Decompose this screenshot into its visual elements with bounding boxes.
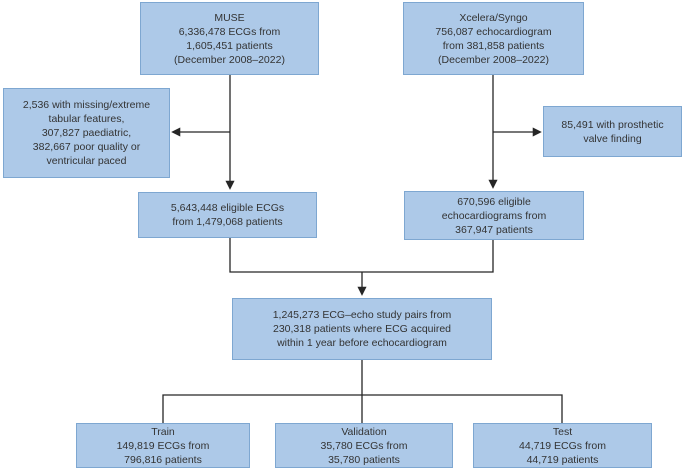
box-line: echocardiograms from: [441, 209, 547, 222]
box-line: (December 2008–2022): [174, 53, 285, 66]
connector-merge-eligible: [229, 238, 494, 273]
box-line: 670,596 eligible: [457, 195, 531, 208]
connector-split-branches: [162, 394, 563, 423]
eligible-echos-box: 670,596 eligible echocardiograms from 36…: [404, 191, 584, 240]
train-split-box: Train 149,819 ECGs from 796,816 patients: [76, 423, 250, 468]
box-line: Test: [552, 425, 573, 438]
box-line: 230,318 patients where ECG acquired: [272, 323, 452, 335]
box-line: 367,947 patients: [455, 223, 533, 236]
box-line: ventricular paced: [46, 155, 127, 167]
muse-source-box: MUSE 6,336,478 ECGs from 1,605,451 patie…: [140, 2, 319, 75]
box-line: 85,491 with prosthetic: [561, 118, 664, 131]
box-line: from 381,858 patients: [442, 39, 545, 52]
box-line: 1,245,273 ECG–echo study pairs from: [272, 309, 452, 321]
xcelera-source-box: Xcelera/Syngo 756,087 echocardiogram fro…: [403, 2, 584, 75]
box-line: MUSE: [214, 11, 245, 24]
echo-exclusions-box: 85,491 with prosthetic valve finding: [543, 106, 682, 157]
box-line: 307,827 paediatric,: [41, 127, 132, 139]
box-line: Train: [151, 425, 175, 438]
box-line: 35,780 patients: [328, 453, 400, 466]
box-line: Xcelera/Syngo: [459, 11, 528, 24]
box-line: 35,780 ECGs from: [320, 439, 408, 452]
box-line: Validation: [341, 425, 387, 438]
box-line: 756,087 echocardiogram: [435, 25, 552, 38]
box-line: within 1 year before echocardiogram: [277, 337, 447, 349]
eligible-ecgs-box: 5,643,448 eligible ECGs from 1,479,068 p…: [138, 192, 317, 238]
box-line: 6,336,478 ECGs from: [178, 25, 281, 38]
box-line: 44,719 ECGs from: [519, 439, 606, 452]
ecg-exclusions-box: 2,536 with missing/extreme tabular featu…: [3, 88, 170, 178]
test-split-box: Test 44,719 ECGs from 44,719 patients: [473, 423, 652, 468]
box-line: 796,816 patients: [124, 453, 202, 466]
box-line: 2,536 with missing/extreme: [22, 99, 151, 111]
box-line: from 1,479,068 patients: [172, 216, 283, 228]
ecg-echo-pairs-box: 1,245,273 ECG–echo study pairs from 230,…: [232, 298, 492, 360]
box-line: valve finding: [583, 132, 642, 145]
box-line: 1,605,451 patients: [186, 39, 273, 52]
box-line: tabular features,: [48, 113, 125, 125]
box-line: 382,667 poor quality or: [32, 141, 141, 153]
validation-split-box: Validation 35,780 ECGs from 35,780 patie…: [275, 423, 453, 468]
box-line: (December 2008–2022): [438, 53, 549, 66]
box-line: 44,719 patients: [526, 453, 599, 466]
box-line: 5,643,448 eligible ECGs: [170, 202, 285, 214]
box-line: 149,819 ECGs from: [116, 439, 210, 452]
